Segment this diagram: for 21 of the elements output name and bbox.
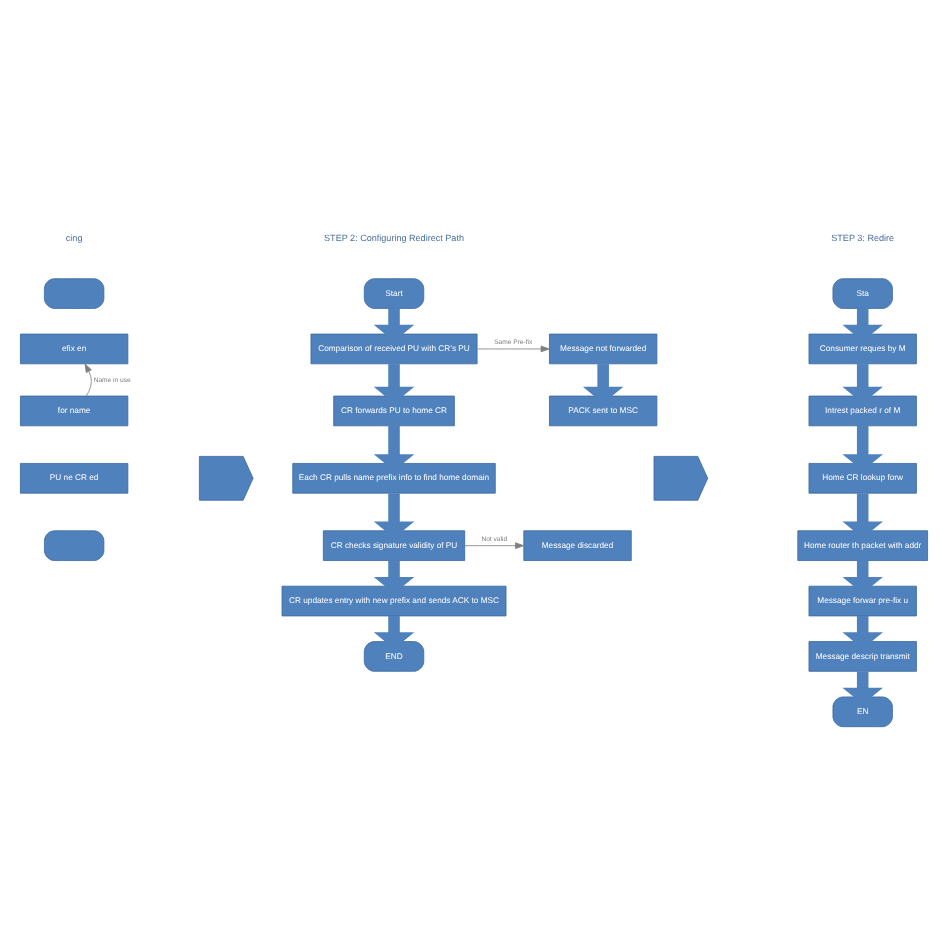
arrow [464,541,525,548]
arrow [842,559,883,593]
arrow [373,559,415,593]
arrow [842,425,883,470]
arrow [842,307,883,341]
arrow [476,344,550,352]
node-arrow [198,455,254,500]
arrow [842,363,883,403]
arrow [373,307,415,341]
arrow [582,363,624,403]
node-oval [43,529,105,560]
arrow [373,492,415,538]
arrow [842,615,883,648]
node-oval [43,277,105,308]
arrow [373,425,415,470]
arrow [842,492,883,538]
arrow [373,615,415,648]
node-arrow [653,455,709,500]
arrow [84,362,92,396]
arrow [842,670,883,704]
arrow [373,363,415,403]
